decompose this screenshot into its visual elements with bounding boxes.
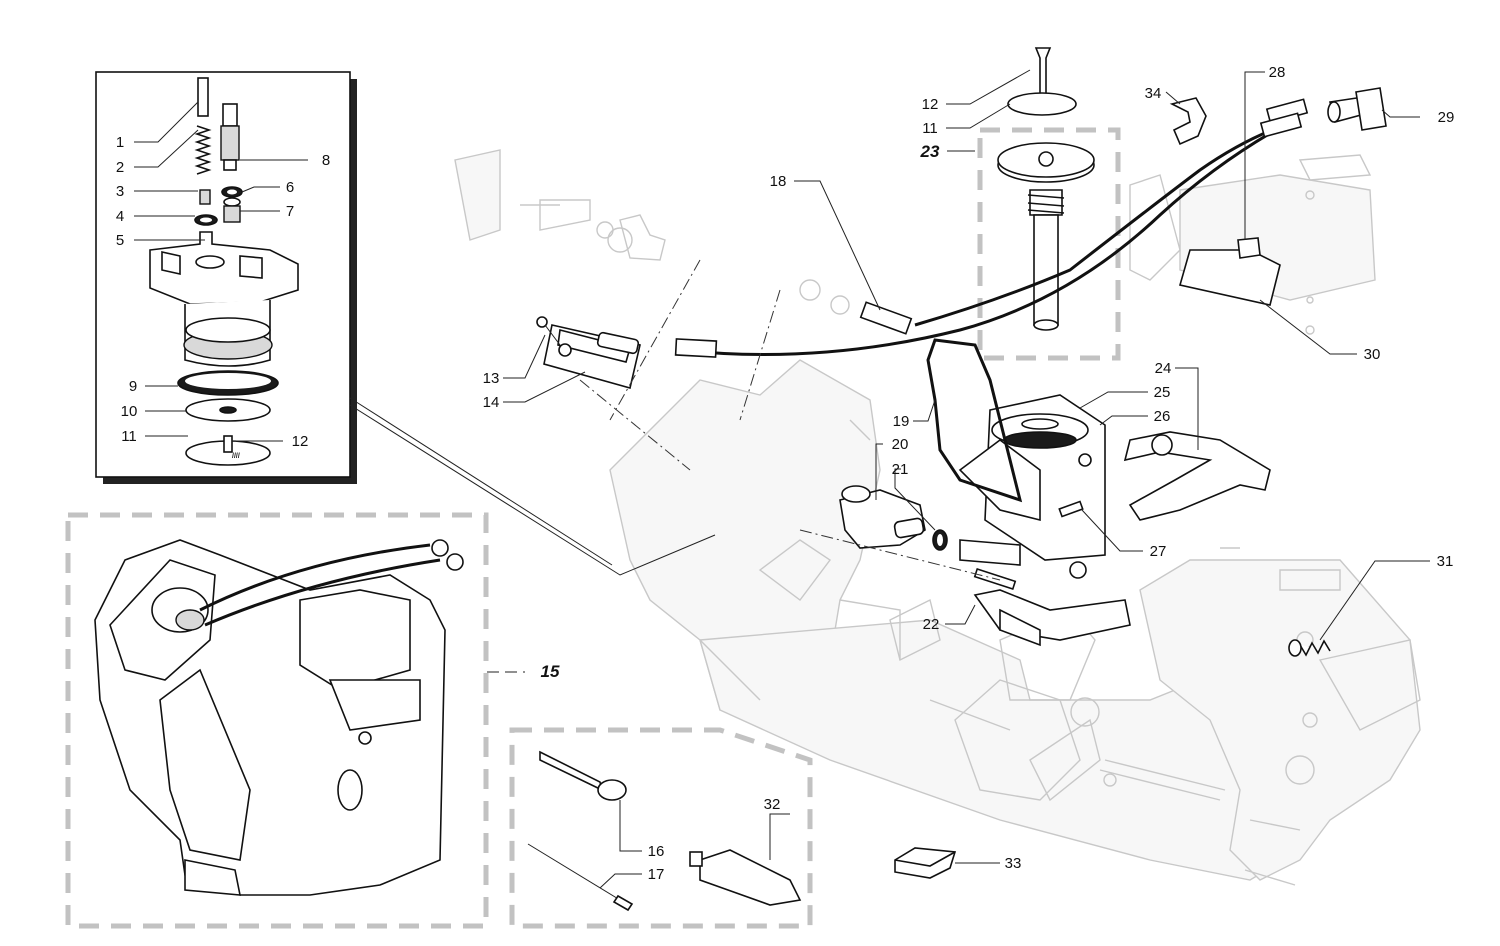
leader-lines bbox=[134, 69, 1430, 889]
label-8: 8 bbox=[322, 152, 330, 169]
inset-parts: //// bbox=[149, 77, 299, 466]
label-10: 10 bbox=[121, 403, 138, 420]
part-29-elbow bbox=[1327, 87, 1387, 131]
part-19-wire-bracket bbox=[926, 338, 1023, 503]
part-13-14-valve bbox=[536, 316, 641, 389]
label-5: 5 bbox=[116, 232, 124, 249]
group-label-23: 23 bbox=[920, 142, 940, 161]
label-26: 26 bbox=[1154, 408, 1171, 425]
label-24: 24 bbox=[1155, 360, 1172, 377]
label-18: 18 bbox=[770, 173, 787, 190]
label-20: 20 bbox=[892, 436, 909, 453]
label-9: 9 bbox=[129, 378, 137, 395]
part-18-hoses bbox=[674, 98, 1309, 358]
part-23-piston-assembly bbox=[997, 142, 1095, 331]
group-box-tools bbox=[509, 727, 813, 929]
label-33: 33 bbox=[1005, 855, 1022, 872]
part-15-group-assembly bbox=[94, 539, 464, 896]
inset-callout-line bbox=[349, 404, 716, 576]
label-2: 2 bbox=[116, 159, 124, 176]
group-box-15 bbox=[65, 512, 489, 929]
label-29: 29 bbox=[1438, 109, 1455, 126]
assembly-centerlines bbox=[579, 259, 1001, 581]
part-32-tube bbox=[689, 849, 802, 906]
part-34-clip bbox=[1169, 97, 1207, 146]
svg-text:////: //// bbox=[232, 453, 240, 460]
label-13: 13 bbox=[483, 370, 500, 387]
part-31-spring bbox=[1288, 639, 1331, 657]
label-11-upper: 11 bbox=[922, 120, 938, 137]
label-30: 30 bbox=[1364, 346, 1381, 363]
part-20-21-fitting bbox=[839, 485, 948, 551]
label-34: 34 bbox=[1145, 85, 1162, 102]
part-17-brush bbox=[527, 843, 634, 912]
part-16-spoon bbox=[539, 750, 627, 801]
part-24-lever bbox=[1123, 431, 1271, 521]
label-14: 14 bbox=[483, 394, 500, 411]
label-12-upper: 12 bbox=[922, 96, 939, 113]
label-27: 27 bbox=[1150, 543, 1167, 560]
label-28: 28 bbox=[1269, 64, 1286, 81]
label-17: 17 bbox=[648, 866, 665, 883]
label-16: 16 bbox=[648, 843, 665, 860]
inset-callout-line-2 bbox=[349, 397, 613, 566]
part-25-26-brew-chamber bbox=[958, 394, 1131, 647]
label-22: 22 bbox=[923, 616, 940, 633]
label-25: 25 bbox=[1154, 384, 1171, 401]
part-labels: 1 2 3 4 5 6 7 8 9 10 11 12 11 12 13 14 1… bbox=[116, 64, 1455, 883]
part-33-block bbox=[894, 847, 957, 879]
label-7: 7 bbox=[286, 203, 294, 220]
label-12-inset: 12 bbox=[292, 433, 309, 450]
label-3: 3 bbox=[116, 183, 124, 200]
label-19: 19 bbox=[893, 413, 910, 430]
label-32: 32 bbox=[764, 796, 781, 813]
label-6: 6 bbox=[286, 179, 294, 196]
label-4: 4 bbox=[116, 208, 124, 225]
ghost-machine-frame bbox=[454, 149, 1421, 886]
part-11-12-upper-disc bbox=[1007, 47, 1077, 116]
label-31: 31 bbox=[1437, 553, 1454, 570]
part-30-holder bbox=[1178, 237, 1281, 306]
label-1: 1 bbox=[116, 134, 124, 151]
label-11-inset: 11 bbox=[121, 428, 137, 445]
label-21: 21 bbox=[892, 461, 909, 478]
group-box-23 bbox=[977, 127, 1121, 361]
group-label-15: 15 bbox=[541, 662, 560, 681]
